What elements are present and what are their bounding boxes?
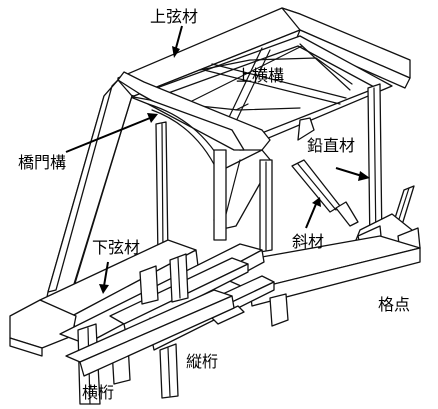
arrow-portal-head (147, 113, 158, 123)
arrow-diagonal (305, 203, 317, 229)
arrow-diagonal-head (312, 197, 321, 207)
arrow-top-chord (175, 25, 183, 49)
label-upper-lateral: 上横構 (236, 66, 285, 85)
arrow-bottom-chord-head (99, 284, 109, 294)
arrow-vertical (335, 167, 363, 177)
arrow-bottom-chord (103, 261, 109, 287)
vertical-members (155, 83, 383, 259)
label-diagonal: 斜材 (292, 232, 325, 251)
arrow-top-chord-head (172, 46, 180, 58)
arrow-portal (65, 117, 151, 153)
label-panel-point: 格点 (378, 295, 411, 314)
bottom-chord-front (9, 239, 199, 357)
label-floor-beam: 横桁 (82, 383, 115, 402)
label-arrows (65, 25, 370, 294)
label-stringer: 縦桁 (186, 352, 219, 371)
label-top-chord: 上弦材 (150, 7, 199, 26)
top-chord-member (117, 7, 411, 97)
label-portal-bracing: 橋門構 (18, 153, 67, 172)
arrow-vertical-head (358, 171, 370, 181)
label-bottom-chord: 下弦材 (92, 238, 141, 257)
label-vertical: 鉛直材 (307, 136, 356, 155)
floor-girders-front (65, 253, 235, 377)
